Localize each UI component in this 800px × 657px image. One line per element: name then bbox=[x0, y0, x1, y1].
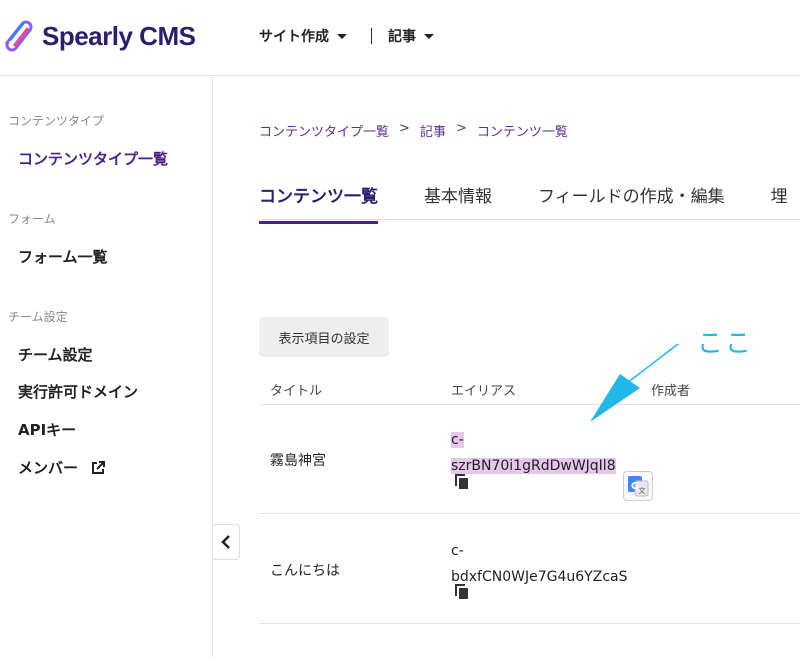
copy-icon[interactable] bbox=[455, 474, 469, 490]
breadcrumb-separator: > bbox=[455, 121, 467, 136]
nav-divider bbox=[371, 28, 372, 44]
top-nav: サイト作成 記事 bbox=[259, 26, 434, 46]
annotation-arrow-icon bbox=[590, 343, 679, 422]
tab-embed[interactable]: 埋 bbox=[770, 187, 788, 207]
row-divider bbox=[259, 623, 800, 624]
breadcrumb-content-type-list[interactable]: コンテンツタイプ一覧 bbox=[259, 125, 390, 140]
google-translate-icon: G 文 bbox=[628, 476, 649, 497]
sidebar-item-team-settings[interactable]: チーム設定 bbox=[18, 346, 93, 364]
tab-basic-info[interactable]: 基本情報 bbox=[424, 187, 492, 207]
column-header-author[interactable]: 作成者 bbox=[651, 384, 691, 399]
column-header-alias[interactable]: エイリアス bbox=[451, 384, 517, 399]
breadcrumb-separator: > bbox=[399, 121, 410, 136]
display-settings-button[interactable]: 表示項目の設定 bbox=[259, 317, 389, 357]
tab-field-editor[interactable]: フィールドの作成・編集 bbox=[538, 187, 725, 207]
nav-articles[interactable]: 記事 bbox=[388, 26, 434, 46]
chevron-down-icon bbox=[337, 33, 347, 39]
sidebar-section-team-settings: チーム設定 bbox=[8, 310, 68, 324]
external-link-icon bbox=[92, 460, 106, 474]
sidebar-collapse-button[interactable] bbox=[213, 524, 240, 560]
sidebar-item-api-keys[interactable]: APIキー bbox=[18, 421, 77, 439]
row-title[interactable]: 霧島神宮 bbox=[270, 453, 326, 469]
breadcrumb-content-list[interactable]: コンテンツ一覧 bbox=[476, 125, 568, 140]
svg-text:文: 文 bbox=[639, 486, 646, 495]
nav-site-create-label: サイト作成 bbox=[259, 29, 329, 45]
sidebar-item-members-label: メンバー bbox=[18, 459, 79, 477]
alias-prefix: c- bbox=[451, 432, 464, 448]
logo[interactable]: Spearly CMS bbox=[2, 18, 196, 54]
row-alias: c- szrBN70i1gRdDwWJqIl8 bbox=[451, 427, 616, 479]
sidebar-item-allowed-domains[interactable]: 実行許可ドメイン bbox=[18, 383, 139, 401]
copy-icon[interactable] bbox=[455, 584, 469, 600]
table-header-divider bbox=[259, 404, 800, 405]
row-title[interactable]: こんにちは bbox=[270, 563, 340, 579]
sidebar-section-content-type: コンテンツタイプ bbox=[8, 114, 105, 128]
google-translate-button[interactable]: G 文 bbox=[623, 471, 653, 501]
sidebar-item-members[interactable]: メンバー bbox=[18, 457, 106, 478]
row-alias: c- bdxfCN0WJe7G4u6YZcaS bbox=[451, 538, 627, 590]
tab-divider bbox=[259, 219, 800, 220]
column-header-title[interactable]: タイトル bbox=[270, 384, 323, 399]
tab-bar: コンテンツ一覧 基本情報 フィールドの作成・編集 埋 bbox=[259, 182, 800, 224]
spearly-logo-icon bbox=[4, 20, 33, 52]
alias-value: szrBN70i1gRdDwWJqIl8 bbox=[451, 458, 616, 474]
svg-text:G: G bbox=[631, 481, 639, 492]
sidebar-item-form-list[interactable]: フォーム一覧 bbox=[18, 248, 108, 266]
chevron-left-icon bbox=[221, 535, 230, 549]
alias-prefix: c- bbox=[451, 543, 464, 559]
nav-site-create[interactable]: サイト作成 bbox=[259, 26, 347, 46]
logo-text: Spearly CMS bbox=[42, 20, 196, 51]
nav-articles-label: 記事 bbox=[388, 29, 416, 45]
breadcrumb-articles[interactable]: 記事 bbox=[419, 125, 446, 140]
breadcrumb: コンテンツタイプ一覧 > 記事 > コンテンツ一覧 bbox=[259, 121, 568, 140]
alias-value: bdxfCN0WJe7G4u6YZcaS bbox=[451, 569, 628, 585]
sidebar: コンテンツタイプ コンテンツタイプ一覧 フォーム フォーム一覧 チーム設定 チー… bbox=[0, 76, 213, 657]
tab-content-list[interactable]: コンテンツ一覧 bbox=[259, 182, 378, 224]
row-divider bbox=[259, 513, 800, 514]
annotation-label: ここ bbox=[697, 329, 754, 359]
sidebar-section-form: フォーム bbox=[8, 212, 56, 226]
chevron-down-icon bbox=[424, 33, 434, 39]
sidebar-item-content-type-list[interactable]: コンテンツタイプ一覧 bbox=[18, 150, 169, 168]
app-header: Spearly CMS サイト作成 記事 bbox=[0, 0, 800, 76]
